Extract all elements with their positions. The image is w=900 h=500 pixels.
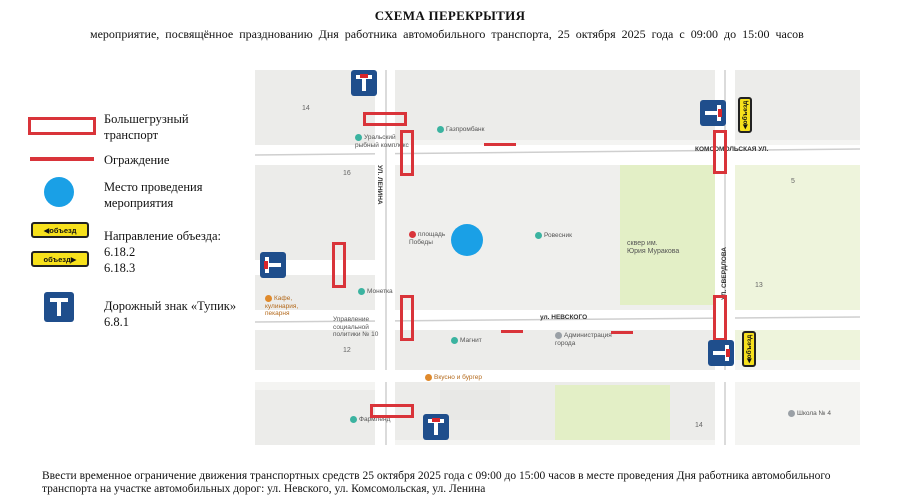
poi-label: Школа № 4	[797, 410, 831, 418]
legend-event-label: Место проведения мероприятия	[104, 180, 203, 210]
poi-moneka: Монетка	[358, 288, 393, 296]
map-base	[255, 70, 860, 445]
arrow-right-icon: ▶	[70, 254, 77, 264]
street-label-nevskogo: ул. НЕВСКОГО	[540, 314, 588, 321]
poi-marker-icon	[265, 295, 272, 302]
poi-marker-icon	[555, 332, 562, 339]
street-label-sverdlova: УЛ. СВЕРДЛОВА	[721, 247, 728, 300]
block-number: 12	[343, 347, 351, 354]
page-title: СХЕМА ПЕРЕКРЫТИЯ	[374, 8, 526, 23]
fence-barrier	[484, 143, 516, 146]
poi-label: Монетка	[367, 288, 393, 296]
poi-cafe: Кафе, кулинария, пекарня	[265, 295, 298, 318]
poi-label: Вкусно и бургер	[434, 374, 482, 382]
poi-label: Кафе, кулинария, пекарня	[265, 295, 299, 318]
poi-marker-icon	[350, 416, 357, 423]
poi-label: Управление социальной политики № 10	[333, 316, 379, 338]
arrow-left-icon: ◀	[746, 358, 753, 364]
heavy-transport-block	[713, 130, 727, 174]
detour-sign-vertical: ◀объезд	[742, 331, 756, 367]
legend-dead-end-label: Дорожный знак «Тупик» 6.8.1	[104, 299, 237, 329]
poi-social: Управление социальной политики № 10	[333, 316, 378, 339]
heavy-transport-block	[713, 295, 727, 341]
heavy-transport-block	[400, 295, 414, 341]
event-place-marker	[451, 224, 483, 256]
poi-marker-icon	[409, 231, 416, 238]
street-label-komsomolskaya: КОМСОМОЛЬСКАЯ УЛ.	[695, 146, 769, 153]
legend-detour-label: Направление объезда: 6.18.2 6.18.3	[104, 229, 222, 275]
legend-fence-label: Ограждение	[104, 153, 170, 167]
poi-marker-icon	[535, 232, 542, 239]
poi-marker-icon	[355, 134, 362, 141]
legend-dead-end-sign-icon	[44, 292, 74, 322]
poi-label: Магнит	[460, 337, 482, 345]
legend-detour-right-sign: объезд▶	[31, 251, 89, 267]
block-number: 14	[695, 422, 703, 429]
dead-end-sign-icon	[700, 100, 726, 126]
poi-ural-bank: Уральский рыбный комплекс	[355, 134, 409, 149]
poi-marker-icon	[358, 288, 365, 295]
heavy-transport-block	[400, 130, 414, 176]
poi-label: сквер им. Юрия Муракова	[627, 240, 680, 255]
poi-label: Ровесник	[544, 232, 572, 240]
poi-label: Фармленд	[359, 416, 391, 424]
legend-event-symbol	[44, 177, 74, 207]
poi-park: сквер им. Юрия Муракова	[627, 240, 679, 255]
block-number: 14	[302, 105, 310, 112]
poi-label: Администрация города	[555, 332, 612, 347]
poi-label: площадь Победы	[409, 231, 446, 246]
poi-gazprombank: Газпромбанк	[437, 126, 484, 134]
heavy-transport-block	[332, 242, 346, 288]
poi-school: Школа № 4	[788, 410, 831, 418]
arrow-left-icon: ◀	[742, 124, 749, 130]
poi-label: Уральский рыбный комплекс	[355, 134, 409, 149]
poi-marker-icon	[451, 337, 458, 344]
legend-fence-symbol	[30, 157, 94, 161]
legend-heavy-transport-label: Большегрузный транспорт	[104, 112, 189, 142]
dead-end-sign-icon	[351, 70, 377, 96]
street-label-lenina: УЛ. ЛЕНИНА	[376, 165, 383, 205]
detour-sign-text: объезд	[741, 100, 749, 125]
poi-label: Газпромбанк	[446, 126, 485, 134]
dead-end-sign-icon	[260, 252, 286, 278]
dead-end-sign-icon	[423, 414, 449, 440]
poi-square: площадь Победы	[409, 231, 445, 246]
detour-sign-text: объезд	[745, 334, 753, 359]
poi-marker-icon	[437, 126, 444, 133]
heavy-transport-block	[363, 112, 407, 126]
block-number: 16	[343, 170, 351, 177]
arrow-left-icon: ◀	[43, 225, 50, 235]
legend-heavy-transport-symbol	[28, 117, 96, 135]
detour-sign-text: объезд	[43, 254, 71, 264]
dead-end-sign-icon	[708, 340, 734, 366]
block-number: 13	[755, 282, 763, 289]
map: УЛ. ЛЕНИНА КОМСОМОЛЬСКАЯ УЛ. ул. НЕВСКОГ…	[255, 70, 860, 445]
poi-rovesnik: Ровесник	[535, 232, 572, 240]
heavy-transport-block	[370, 404, 414, 418]
poi-marker-icon	[788, 410, 795, 417]
footer-note: Ввести временное ограничение движения тр…	[42, 470, 831, 495]
poi-admin: Администрация города	[555, 332, 612, 347]
legend-detour-left-sign: ◀объезд	[31, 222, 89, 238]
detour-sign-text: объезд	[49, 225, 77, 235]
poi-marker-icon	[425, 374, 432, 381]
fence-barrier	[501, 330, 523, 333]
page-subtitle: мероприятие, посвящённое празднованию Дн…	[90, 27, 804, 41]
poi-magnit: Магнит	[451, 337, 482, 345]
detour-sign-vertical: ◀объезд	[738, 97, 752, 133]
poi-pharmacy: Фармленд	[350, 416, 390, 424]
poi-burger: Вкусно и бургер	[425, 374, 482, 382]
fence-barrier	[611, 331, 633, 334]
block-number: 5	[791, 178, 795, 185]
